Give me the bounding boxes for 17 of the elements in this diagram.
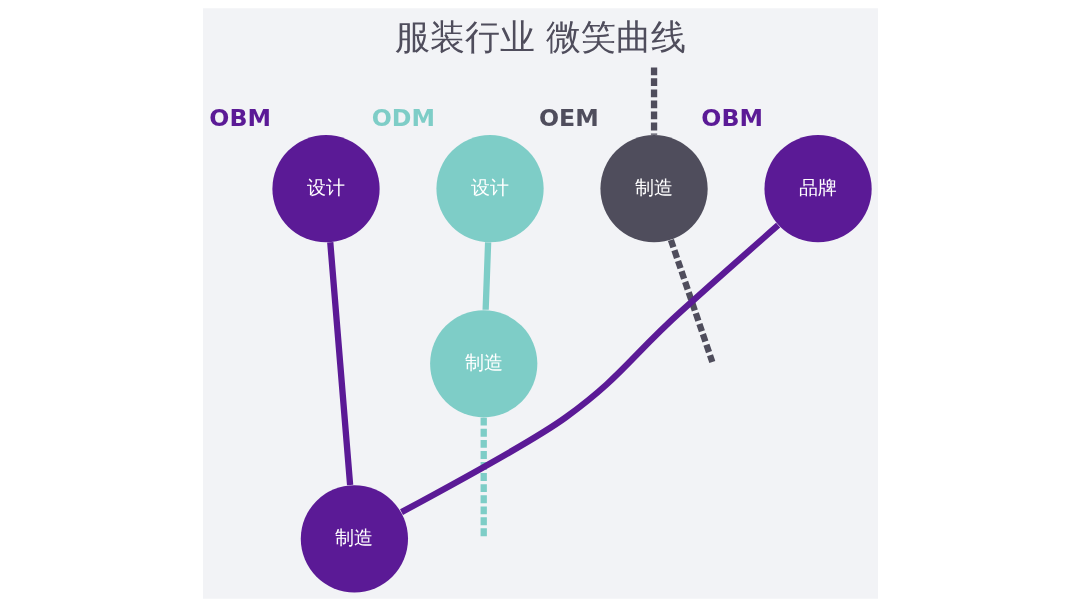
node-circle: 制造 [300,485,408,593]
node-circle: 设计 [435,135,544,243]
connector [650,67,657,135]
node-label: OBM [700,103,763,132]
node-circle: 制造 [429,310,537,418]
connector [667,239,715,363]
node-label: ODM [371,103,435,132]
diagram-title: 服装行业 微笑曲线 [394,16,686,57]
node-circle: 品牌 [763,135,872,243]
node-label: OBM [208,103,271,132]
connector [482,242,491,310]
connector [399,222,780,515]
connector [480,417,487,538]
node-circle: 设计 [271,135,380,243]
node-label: OEM [538,103,599,132]
node-circle: 制造 [599,135,708,243]
connector [326,242,353,486]
